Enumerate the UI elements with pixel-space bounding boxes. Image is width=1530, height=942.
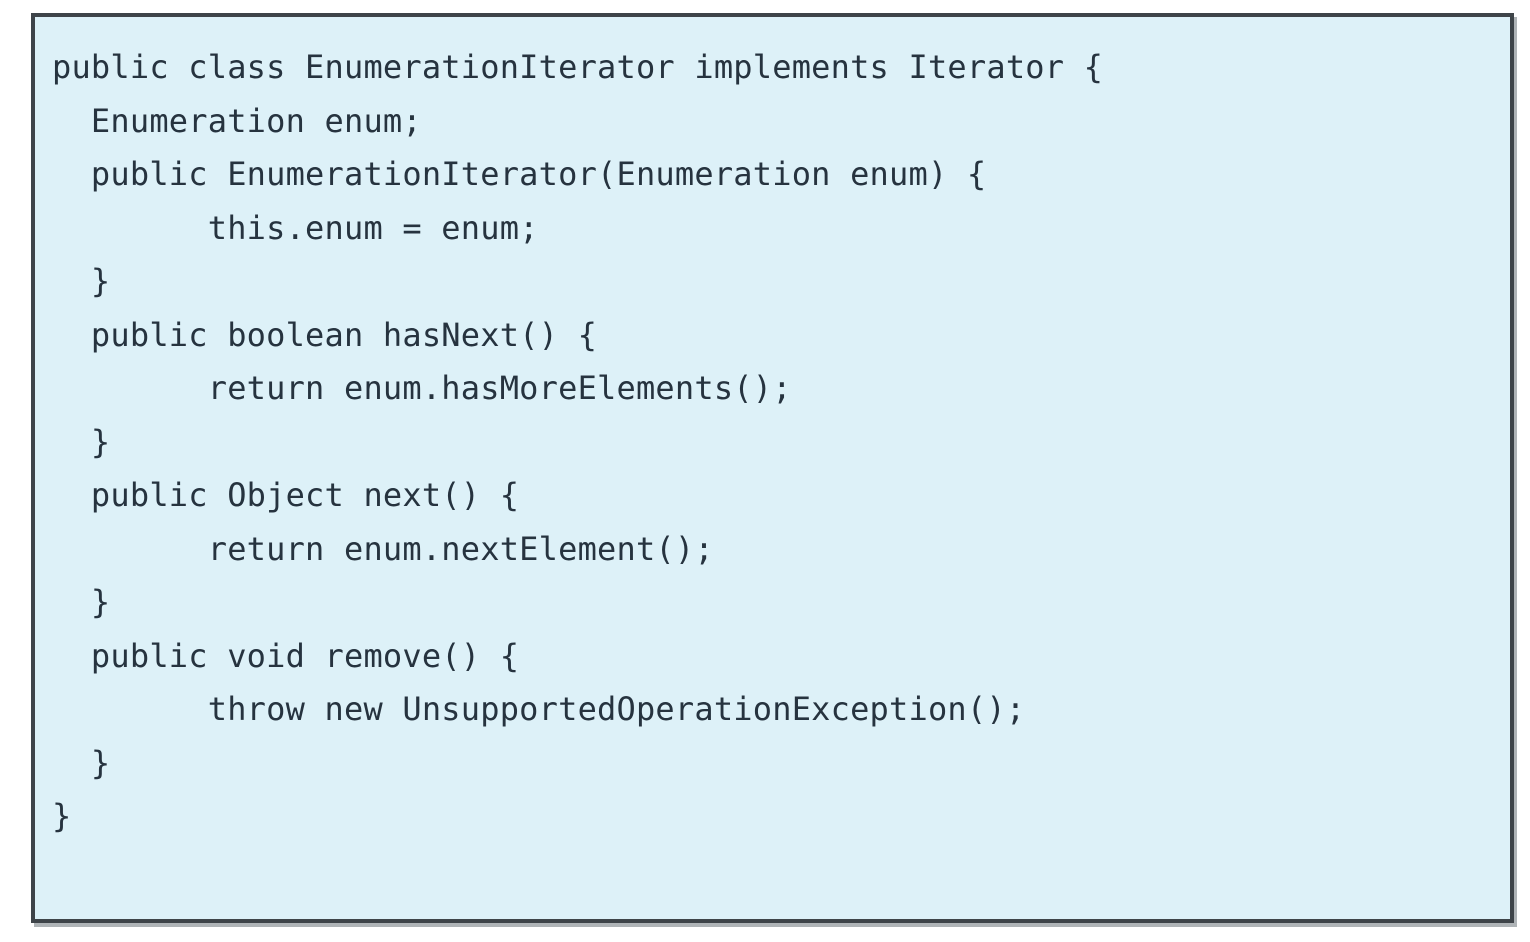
code-line: }	[52, 797, 72, 835]
code-line: return enum.hasMoreElements();	[52, 369, 792, 407]
code-line: this.enum = enum;	[52, 208, 539, 247]
code-line: throw new UnsupportedOperationException(…	[52, 690, 1026, 728]
code-line: }	[52, 743, 111, 782]
code-panel: public class EnumerationIterator impleme…	[31, 13, 1514, 923]
code-line: return enum.nextElement();	[52, 529, 714, 568]
code-block: public class EnumerationIterator impleme…	[35, 17, 1510, 844]
code-line: public Object next() {	[52, 476, 520, 514]
code-line: Enumeration enum;	[52, 101, 422, 140]
code-line: public EnumerationIterator(Enumeration e…	[52, 155, 987, 193]
code-line: }	[52, 262, 111, 300]
code-line: }	[52, 422, 111, 461]
code-line: public class EnumerationIterator impleme…	[52, 48, 1104, 86]
code-line: public void remove() {	[52, 636, 520, 675]
code-line: public boolean hasNext() {	[52, 315, 598, 354]
code-line: }	[52, 583, 111, 621]
